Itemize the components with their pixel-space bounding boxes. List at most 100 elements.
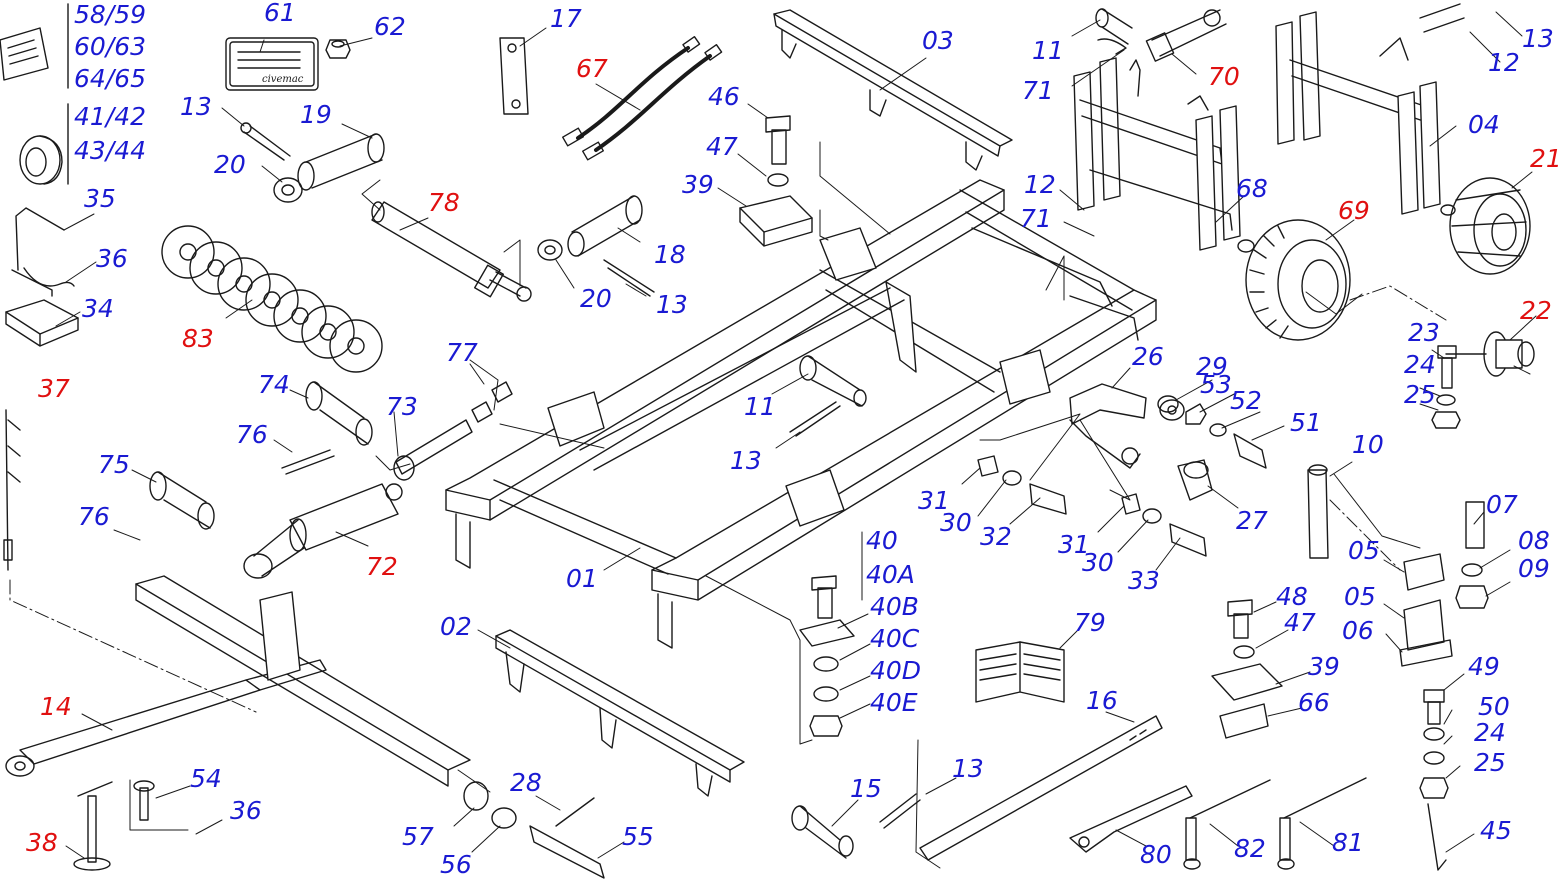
label-40B: 40B	[870, 592, 919, 621]
rear-beam-drawing	[774, 10, 1012, 170]
label-50: 50	[1478, 692, 1510, 721]
label-76-bottom: 76	[78, 502, 110, 531]
label-24-top: 24	[1404, 350, 1436, 379]
label-64-65: 64/65	[74, 64, 147, 93]
label-78: 78	[428, 188, 460, 217]
bolt-32-drawing	[978, 456, 1066, 514]
label-81: 81	[1332, 828, 1364, 857]
label-56: 56	[440, 850, 472, 879]
label-27: 27	[1236, 506, 1268, 535]
label-68: 68	[1236, 174, 1268, 203]
label-71-top: 71	[1022, 76, 1054, 105]
jack-38-drawing	[74, 781, 154, 870]
label-53: 53	[1200, 370, 1232, 399]
label-58-59: 58/59	[74, 0, 147, 29]
label-49: 49	[1468, 652, 1500, 681]
pin-15-drawing	[792, 794, 920, 858]
label-31-right: 31	[1058, 530, 1090, 559]
bolt-23-drawing	[1432, 346, 1460, 428]
label-55: 55	[622, 822, 654, 851]
cylinder-72-drawing	[244, 484, 402, 578]
label-12-mid: 12	[1024, 170, 1056, 199]
hose-ends	[563, 37, 722, 160]
rod-73-drawing	[394, 382, 512, 480]
label-51: 51	[1290, 408, 1322, 437]
label-29: 29	[1196, 352, 1228, 381]
label-13-mid: 13	[656, 290, 688, 319]
label-52: 52	[1230, 386, 1262, 415]
label-48: 48	[1276, 582, 1308, 611]
label-75: 75	[98, 450, 130, 479]
label-43-44: 43/44	[74, 136, 147, 165]
label-23: 23	[1408, 318, 1440, 347]
label-13-frame: 13	[730, 446, 762, 475]
label-41-42: 41/42	[74, 102, 147, 131]
label-07: 07	[1486, 490, 1518, 519]
label-24-bottom: 24	[1474, 718, 1506, 747]
leader-lines	[56, 12, 1536, 858]
label-83: 83	[182, 324, 214, 353]
cylinder-78-drawing	[372, 202, 531, 301]
label-03: 03	[922, 26, 954, 55]
label-18: 18	[654, 240, 686, 269]
label-38: 38	[26, 828, 58, 857]
label-72: 72	[366, 552, 398, 581]
pin-55-drawing	[464, 782, 604, 878]
drawbar-drawing	[6, 576, 470, 786]
label-40A: 40A	[866, 560, 915, 589]
label-36-bottom: 36	[230, 796, 262, 825]
tyre-69-drawing	[1246, 220, 1350, 340]
label-20-mid: 20	[580, 284, 612, 313]
label-73: 73	[386, 392, 418, 421]
label-36-top: 36	[96, 244, 128, 273]
label-20-left: 20	[214, 150, 246, 179]
label-66: 66	[1298, 688, 1330, 717]
label-31-left: 31	[918, 486, 950, 515]
label-06: 06	[1342, 616, 1374, 645]
pin-11-drawing	[790, 356, 866, 436]
label-33: 33	[1128, 566, 1160, 595]
label-45: 45	[1480, 816, 1512, 845]
label-04: 04	[1468, 110, 1500, 139]
label-39-bottom: 39	[1308, 652, 1340, 681]
label-39-top: 39	[682, 170, 714, 199]
bolt-46-drawing	[740, 116, 812, 246]
label-16: 16	[1086, 686, 1118, 715]
rod-16-drawing	[920, 716, 1162, 860]
bolt-49-drawing	[1420, 690, 1448, 870]
wheel-arm-04-drawing	[1276, 4, 1464, 215]
label-10: 10	[1352, 430, 1384, 459]
bolt-33-drawing	[1122, 494, 1206, 556]
label-22: 22	[1520, 296, 1552, 325]
link-plate-drawing	[500, 38, 528, 114]
label-32: 32	[980, 522, 1012, 551]
label-40E: 40E	[870, 688, 918, 717]
label-37: 37	[38, 374, 70, 403]
wheel-bracket-drawing	[1070, 384, 1212, 500]
label-40: 40	[866, 526, 898, 555]
assembly-dash-lines	[10, 286, 1446, 712]
pin-18-drawing	[538, 196, 654, 296]
pin-19-drawing	[241, 123, 384, 202]
label-02: 02	[440, 612, 472, 641]
nameplate-brand: civemac	[262, 74, 304, 85]
label-11-mid: 11	[744, 392, 776, 421]
label-21: 21	[1530, 144, 1560, 173]
pin-75-drawing	[150, 472, 214, 529]
assembly-solid-lines	[130, 142, 1420, 868]
hub-drawing	[1446, 332, 1534, 376]
label-09: 09	[1518, 554, 1550, 583]
shaft-10-drawing	[1308, 465, 1328, 558]
handle-drawing	[6, 208, 78, 346]
wheel-arm-68-drawing	[1074, 58, 1254, 252]
label-35: 35	[84, 184, 116, 213]
label-17: 17	[550, 4, 582, 33]
label-82: 82	[1234, 834, 1266, 863]
label-25-bottom: 25	[1474, 748, 1506, 777]
label-12-top: 12	[1488, 48, 1520, 77]
bolt-40-drawing	[800, 576, 854, 736]
front-beam-drawing	[496, 630, 744, 796]
main-frame-drawing	[446, 180, 1156, 648]
